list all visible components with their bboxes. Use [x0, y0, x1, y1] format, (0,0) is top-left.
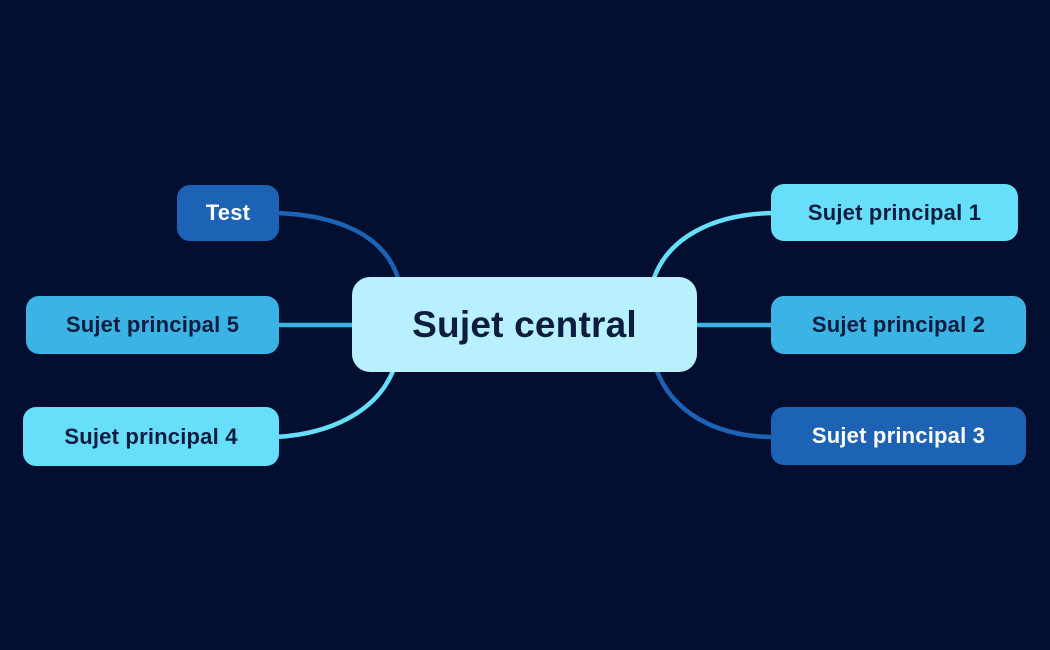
- node-sujet-central[interactable]: Sujet central: [352, 277, 697, 372]
- node-sujet-principal-3-label: Sujet principal 3: [811, 423, 986, 448]
- node-sujet-principal-5[interactable]: Sujet principal 5: [26, 296, 279, 354]
- node-sujet-principal-1[interactable]: Sujet principal 1: [771, 184, 1018, 241]
- connector-test: [274, 210, 401, 281]
- connector-sujet-principal-4: [273, 368, 396, 440]
- node-test[interactable]: Test: [177, 185, 279, 241]
- node-sujet-principal-5-label: Sujet principal 5: [65, 312, 240, 337]
- connector-sujet-principal-1: [651, 210, 777, 281]
- node-sujet-central-label: Sujet central: [412, 303, 637, 345]
- node-sujet-principal-2[interactable]: Sujet principal 2: [771, 296, 1026, 354]
- node-sujet-principal-4[interactable]: Sujet principal 4: [23, 407, 279, 466]
- node-test-label: Test: [205, 200, 251, 225]
- node-sujet-principal-1-label: Sujet principal 1: [807, 199, 982, 225]
- node-sujet-principal-2-label: Sujet principal 2: [811, 312, 986, 337]
- node-sujet-principal-3[interactable]: Sujet principal 3: [771, 407, 1026, 465]
- connector-sujet-principal-3: [654, 368, 777, 440]
- node-sujet-principal-4-label: Sujet principal 4: [64, 423, 238, 449]
